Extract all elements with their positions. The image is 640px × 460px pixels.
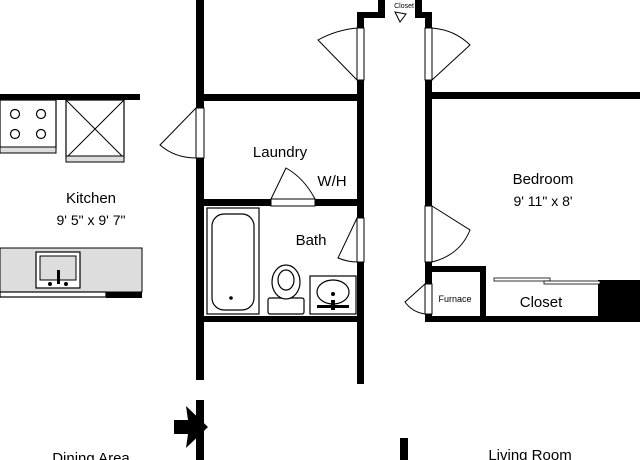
kitchen-fixtures bbox=[0, 99, 143, 298]
wh-label: W/H bbox=[317, 173, 346, 190]
labels: Closet Laundry W/H Kitchen 9' 5" x 9' 7"… bbox=[52, 3, 573, 460]
closet-top-label: Closet bbox=[394, 3, 414, 10]
kitchen-dimensions: 9' 5" x 9' 7" bbox=[57, 212, 126, 228]
entry-arrow-icon bbox=[174, 406, 208, 448]
doors bbox=[159, 11, 601, 315]
bath-label: Bath bbox=[296, 232, 327, 249]
bedroom-dimensions: 9' 11" x 8' bbox=[513, 193, 572, 209]
dining-area-label: Dining Area bbox=[52, 450, 130, 460]
bedroom-label: Bedroom bbox=[513, 171, 574, 188]
toilet-icon bbox=[267, 297, 305, 315]
stove-icon bbox=[0, 99, 57, 149]
closet-label: Closet bbox=[520, 294, 563, 311]
bath-fixtures bbox=[206, 207, 357, 315]
living-room-label: Living Room bbox=[488, 447, 571, 460]
furnace-label: Furnace bbox=[438, 294, 471, 304]
laundry-label: Laundry bbox=[253, 144, 308, 161]
kitchen-label: Kitchen bbox=[66, 190, 116, 207]
